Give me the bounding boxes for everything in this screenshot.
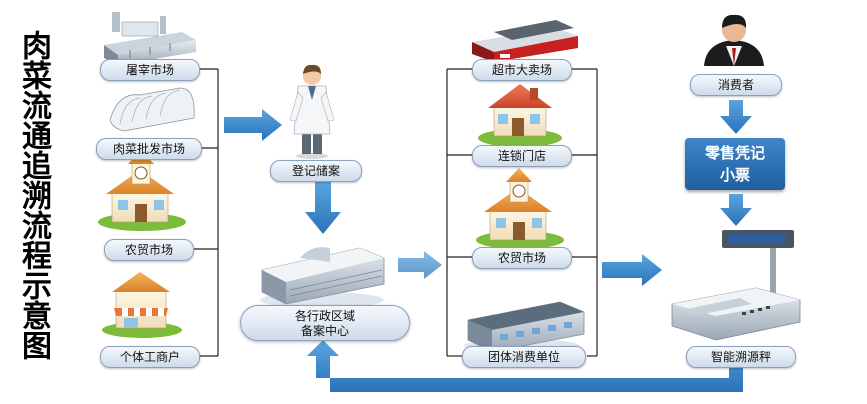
smart-scale-illustration — [671, 230, 801, 341]
label-wholesale-market: 肉菜批发市场 — [96, 138, 202, 160]
middle-bracket — [446, 68, 472, 357]
diagram-title: 肉菜流通追溯流程示意图 — [16, 30, 51, 360]
flow-arrows — [224, 100, 752, 392]
supermarket-illustration — [472, 20, 578, 62]
wholesale-market-illustration — [109, 87, 195, 132]
label-farmers-market-left: 农贸市场 — [104, 239, 194, 261]
consumer-illustration — [704, 14, 764, 66]
slaughterhouse-illustration — [104, 12, 196, 65]
farmers-market-right-illustration — [476, 168, 564, 249]
label-chain-store: 连锁门店 — [472, 145, 572, 167]
center-building-illustration — [260, 247, 385, 308]
label-farmers-market-right: 农贸市场 — [472, 247, 572, 269]
left-bracket — [193, 68, 219, 357]
farmers-market-left-illustration — [98, 150, 186, 231]
retail-receipt-box: 零售凭记 小票 — [685, 138, 785, 190]
label-individual-merchant: 个体工商户 — [100, 346, 200, 368]
label-supermarket: 超市大卖场 — [472, 59, 572, 81]
label-smart-scale: 智能溯源秤 — [686, 346, 796, 368]
label-institution: 团体消费单位 — [462, 346, 586, 368]
label-slaughter-market: 屠宰市场 — [100, 59, 200, 81]
label-consumer: 消费者 — [690, 74, 782, 96]
right-bracket — [570, 68, 598, 357]
registrar-illustration — [289, 64, 335, 159]
chain-store-illustration — [478, 84, 562, 147]
filing-center-box: 各行政区域 备案中心 — [240, 305, 410, 341]
label-registration: 登记储案 — [270, 160, 362, 182]
receipt-line2: 小票 — [719, 166, 750, 184]
filing-center-line2: 备案中心 — [300, 324, 349, 338]
filing-center-line1: 各行政区域 — [294, 309, 355, 323]
receipt-line1: 零售凭记 — [704, 144, 765, 162]
individual-shop-illustration — [102, 272, 182, 338]
